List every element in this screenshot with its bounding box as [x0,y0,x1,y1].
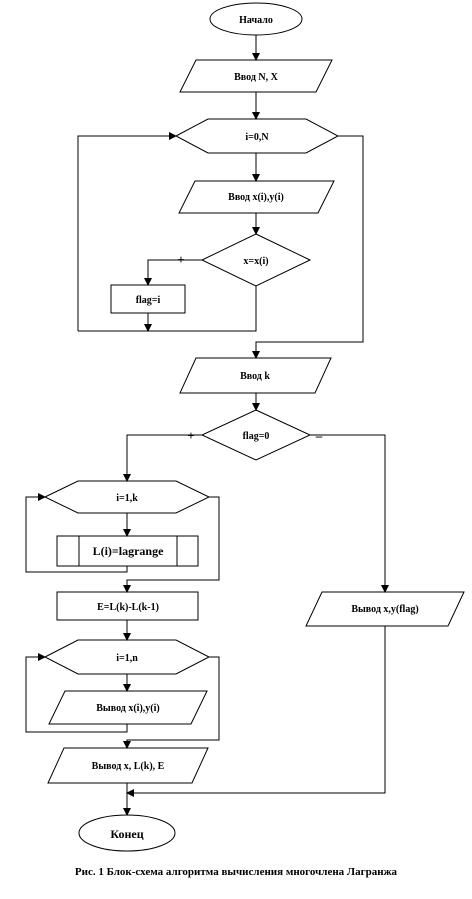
line-cond1-no-to-loopback [78,286,257,332]
cond2-no-sign: – [315,428,323,443]
arrow-loop3-exit-to-output-result [123,656,220,749]
loop-i-1-k-label: i=1,k [116,493,138,504]
cond2-yes-sign: + [187,428,194,443]
output-result-block [47,747,209,784]
cond-flag-0-label: flag=0 [243,431,270,442]
output-xi-yi-label: Вывод x(i),y(i) [96,703,159,714]
input-nx-label: Ввод N, X [234,72,278,83]
arrow-cond1-yes-to-flag [144,259,202,286]
figure-caption: Рис. 1 Блок-схема алгоритма вычисления м… [74,866,398,878]
arrow-cond2-yes-to-loop2 [123,434,202,482]
arrow-loop2-exit-to-error [123,496,220,593]
input-xi-yi-label: Ввод x(i),y(i) [228,192,284,203]
cond1-yes-sign: + [177,252,184,267]
arrow-loop3-back [25,653,128,733]
input-k-label: Ввод k [240,371,270,382]
output-flag-block [305,591,465,627]
arrow-cond2-no-to-output-flag [310,434,389,593]
arrow-loop2-back [25,493,128,573]
arrow-loop1-exit-to-input-k [252,135,364,359]
output-result-label: Вывод x, L(k), E [92,761,165,772]
output-flag-label: Вывод x,y(flag) [351,604,418,615]
output-xi-yi-block [48,690,208,725]
lagrange-label: L(i)=lagrange [93,544,165,558]
arrow-loopback-to-loop1 [77,132,177,331]
loop-i-0-n-label: i=0,N [245,132,269,143]
flag-eq-i-label: flag=i [136,295,161,306]
input-k-block [179,357,332,394]
arrow-output-flag-to-end [126,626,386,797]
cond-flag-0-block [200,409,312,461]
start-label: Начало [239,15,273,26]
end-label: Конец [110,827,143,841]
cond-x-eq-xi-label: x=x(i) [243,256,268,267]
input-xi-yi-block [178,180,335,214]
loop-i-1-n-label: i=1,n [116,653,138,664]
input-nx-block [179,59,333,93]
error-calc-label: E=L(k)-L(k-1) [97,602,159,613]
